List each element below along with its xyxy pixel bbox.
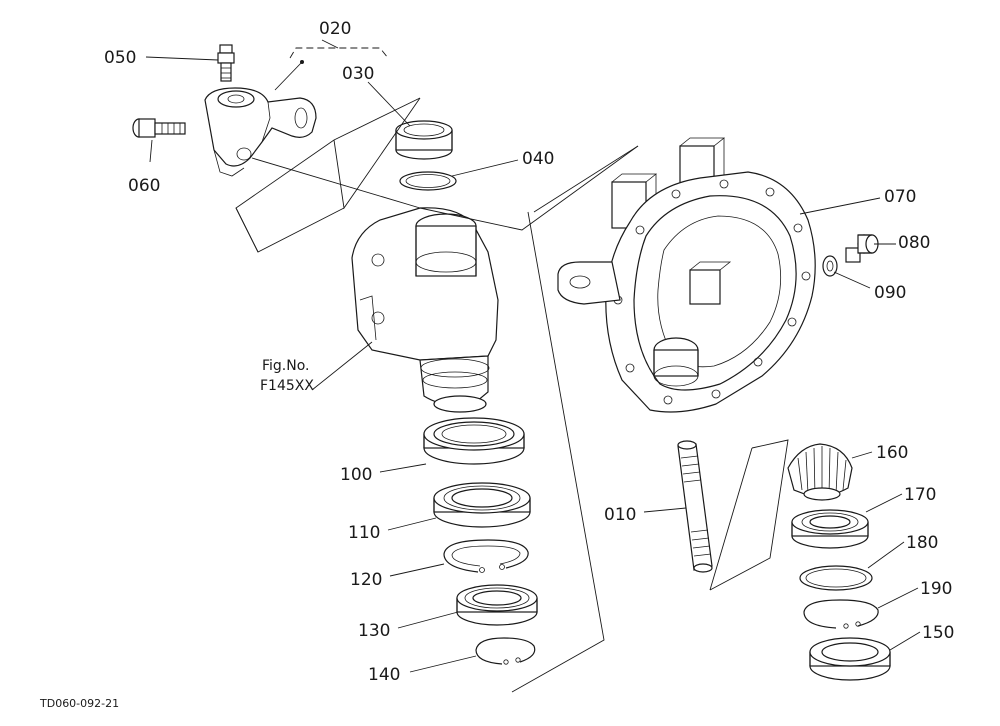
part-130-bearing [456, 584, 538, 626]
callout-090: 090 [874, 283, 906, 303]
part-070-gear-case [557, 137, 816, 413]
callout-150: 150 [922, 623, 954, 643]
part-190-snap-ring [803, 599, 879, 629]
leader-lines [145, 56, 921, 673]
fig-ref-line2: F145XX [260, 378, 314, 394]
callout-110: 110 [348, 523, 380, 543]
knuckle-housing-reference [351, 207, 499, 413]
callout-140: 140 [368, 665, 400, 685]
callout-180: 180 [906, 533, 938, 553]
part-180-shim [799, 565, 873, 591]
callout-130: 130 [358, 621, 390, 641]
callout-020: 020 [319, 19, 351, 39]
callout-170: 170 [904, 485, 936, 505]
callout-070: 070 [884, 187, 916, 207]
part-140-snap-ring [475, 637, 536, 665]
callout-080: 080 [898, 233, 930, 253]
callout-120: 120 [350, 570, 382, 590]
assembly-lines [235, 97, 789, 693]
part-090-washer [822, 255, 838, 277]
part-110-bearing [433, 482, 531, 528]
part-050-grease-nipple [217, 44, 235, 82]
callout-050: 050 [104, 48, 136, 68]
callout-060: 060 [128, 176, 160, 196]
part-030-bushing [395, 120, 453, 160]
fig-ref-line1: Fig.No. [262, 358, 310, 374]
part-160-bevel-gear [787, 443, 853, 501]
group-bracket-020 [289, 39, 389, 59]
part-010-shaft [677, 440, 713, 573]
part-020-knuckle-arm [204, 87, 317, 177]
callout-010: 010 [604, 505, 636, 525]
part-150-collar [809, 637, 891, 681]
part-060-bolt [132, 118, 186, 138]
callout-100: 100 [340, 465, 372, 485]
part-080-plug [845, 234, 879, 263]
part-120-snap-ring [443, 539, 529, 573]
figure-reference: Fig.No. F145XX [260, 358, 314, 394]
callout-040: 040 [522, 149, 554, 169]
part-100-oil-seal [423, 417, 525, 465]
drawing-code: TD060-092-21 [39, 697, 119, 710]
part-040-o-ring [399, 171, 457, 191]
callout-190: 190 [920, 579, 952, 599]
callout-labels: 050 020 030 040 060 070 080 090 100 110 … [104, 19, 954, 685]
callout-160: 160 [876, 443, 908, 463]
part-170-bearing [791, 509, 869, 549]
callout-030: 030 [342, 64, 374, 84]
